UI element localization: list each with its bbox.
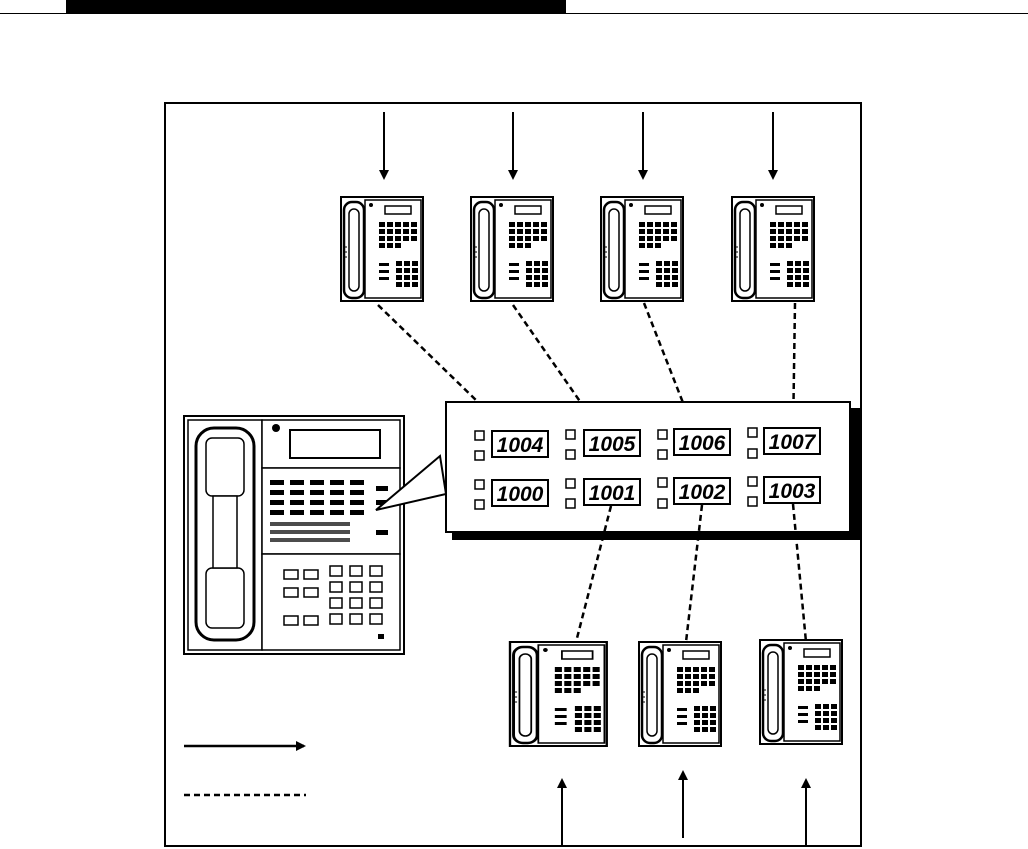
extension-panel: 1004 1005 1006 1007 1000 1001 1002 1003 xyxy=(446,402,862,540)
telephone-icon xyxy=(341,197,423,301)
extension-label-1005: 1005 xyxy=(589,433,636,456)
extension-label-1006: 1006 xyxy=(679,432,726,455)
telephone-icon xyxy=(601,197,683,301)
telephone-icon xyxy=(471,197,553,301)
console-telephone-icon xyxy=(184,416,404,654)
extension-label-1002: 1002 xyxy=(679,481,726,504)
extension-label-1003: 1003 xyxy=(769,480,816,503)
extension-label-1000: 1000 xyxy=(497,483,544,506)
extension-label-1007: 1007 xyxy=(769,431,817,454)
extension-label-1004: 1004 xyxy=(497,434,544,457)
telephone-icon xyxy=(760,640,842,744)
telephone-icon xyxy=(510,642,607,746)
telephone-icon xyxy=(639,642,721,746)
extension-label-1001: 1001 xyxy=(589,482,636,505)
telephone-icon xyxy=(732,197,814,301)
top-arrows xyxy=(384,112,773,178)
legend xyxy=(184,746,306,795)
bottom-arrows xyxy=(562,772,806,846)
